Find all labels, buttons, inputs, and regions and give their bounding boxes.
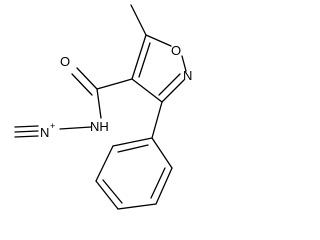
chemical-structure: O N O NH N + <box>14 4 192 210</box>
bond-carbonyl-o <box>76 67 98 90</box>
phenyl-bond-6 <box>112 137 153 147</box>
bond-n2-c3 <box>161 79 185 103</box>
bond-n2-c3-inner <box>158 73 181 96</box>
bond-nh-azide <box>59 126 92 130</box>
bonds <box>14 4 187 210</box>
bond-c4-c5 <box>131 34 147 80</box>
phenyl-double-2 <box>102 179 123 204</box>
bond-carbonyl-nh <box>96 88 102 119</box>
bond-c5-o1 <box>145 34 172 47</box>
bond-c4-c5-inner <box>138 42 151 78</box>
phenyl-bond-4 <box>95 180 119 210</box>
azide-nitrogen-label: N <box>40 125 49 140</box>
bond-c4-carbonyl <box>96 78 133 90</box>
bond-azide-triple-3 <box>14 135 39 138</box>
ring-nitrogen-label: N <box>183 68 192 83</box>
phenyl-bond-3 <box>117 203 157 210</box>
bond-methyl-c5 <box>130 4 147 36</box>
phenyl-double-3 <box>117 144 149 153</box>
bond-o1-n2 <box>181 55 187 72</box>
carbonyl-oxygen-label: O <box>60 54 70 69</box>
phenyl-bond-5 <box>95 145 114 182</box>
phenyl-bond-1 <box>151 137 173 169</box>
bond-azide-triple-2 <box>14 130 39 133</box>
phenyl-bond-2 <box>155 167 173 205</box>
bond-c3-phenyl <box>151 101 163 139</box>
atom-labels: O N O NH N + <box>40 43 192 140</box>
bond-carbonyl-o-inner <box>71 73 93 96</box>
amide-nh-label: NH <box>90 119 109 134</box>
bond-c3-c4 <box>131 78 163 103</box>
azide-charge-label: + <box>50 121 55 131</box>
phenyl-double-1 <box>150 167 166 199</box>
ring-oxygen-label: O <box>171 43 181 58</box>
bond-azide-triple-1 <box>14 125 39 128</box>
